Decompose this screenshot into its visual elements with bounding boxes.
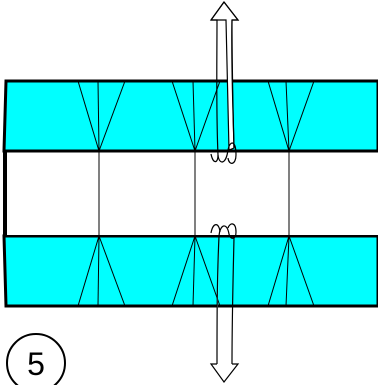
step-number-circle xyxy=(6,333,66,385)
double-line-arrow-down-icon xyxy=(209,223,240,384)
top-pleats xyxy=(77,80,315,152)
double-line-arrow-up-icon xyxy=(209,0,240,164)
bottom-pleats xyxy=(77,235,315,307)
middle-creases xyxy=(98,151,290,236)
bottom-band xyxy=(2,234,378,308)
step-number: 5 xyxy=(27,346,45,382)
top-band xyxy=(2,79,378,153)
middle-band xyxy=(4,153,378,235)
